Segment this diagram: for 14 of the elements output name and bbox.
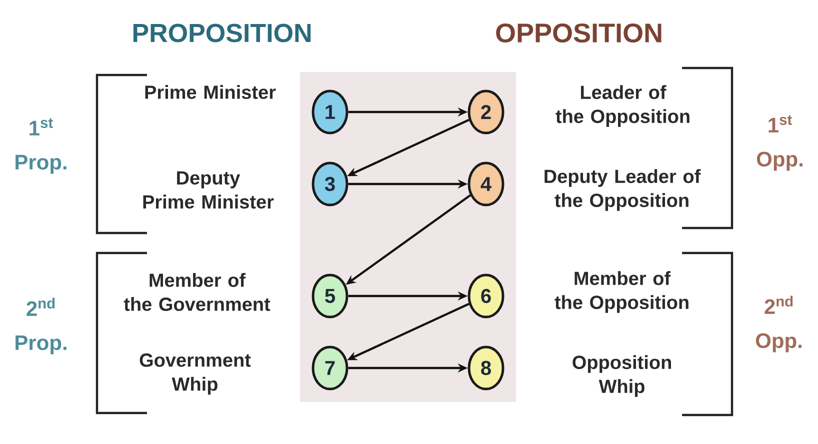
role-label: Government Whip [140,353,251,395]
group-label: 2$^{nd}$ Opp. [756,296,802,352]
role-label: Prime Minister [145,85,276,99]
role-label: Member of the Opposition [554,271,688,313]
role-label: Member of the Government [124,273,270,311]
column-heading: PROPOSITION [133,24,311,42]
group-label: 1$^{st}$ Opp. [756,115,802,171]
role-label: Leader of the Opposition [556,85,690,127]
column-heading: OPPOSITION [496,23,662,43]
role-label: Deputy Prime Minister [143,171,274,209]
role-label: Deputy Leader of the Opposition [544,169,701,211]
group-label: 1$^{st}$ Prop. [16,118,66,174]
role-label: Opposition Whip [572,355,671,397]
group-label: 2$^{nd}$ Prop. [16,298,66,354]
